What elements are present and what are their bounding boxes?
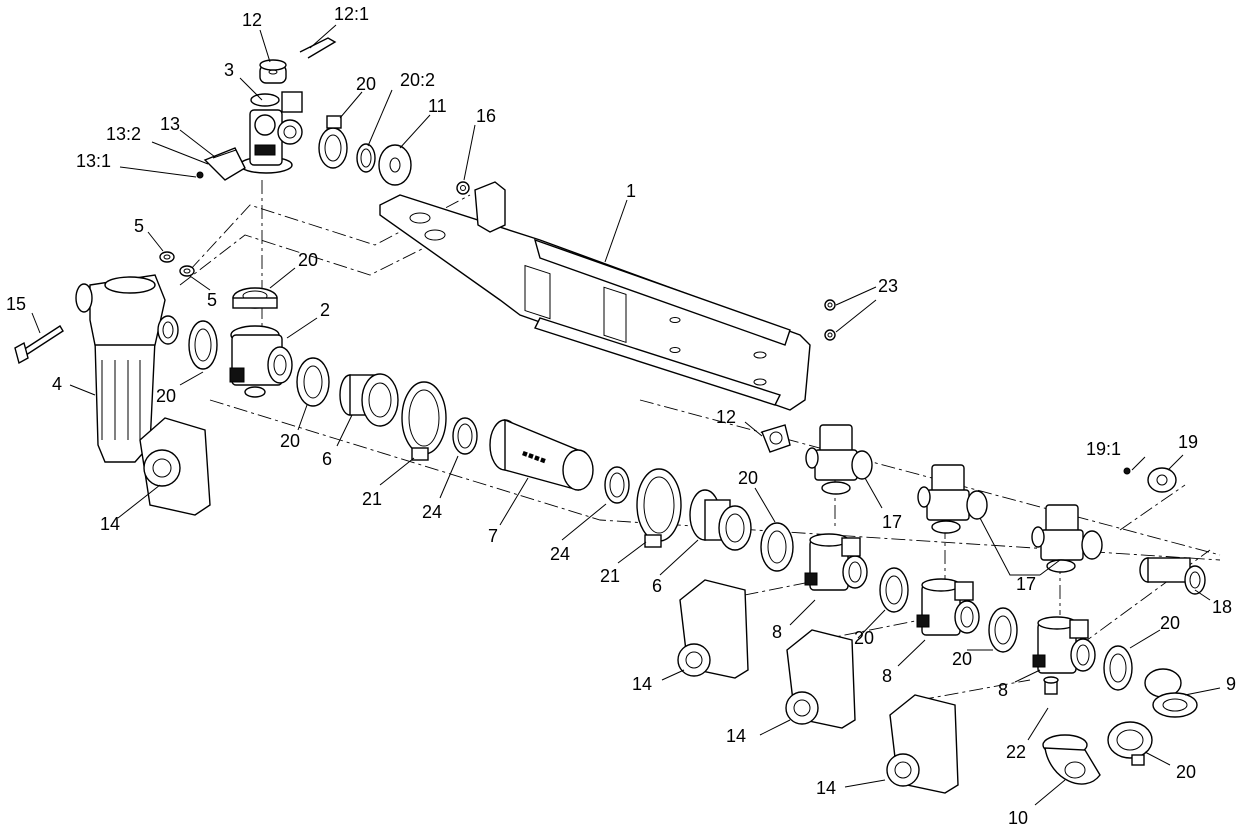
callout-20-c: 20	[156, 386, 176, 406]
valve-part-17-a	[805, 424, 873, 495]
callout-22: 22	[1006, 742, 1026, 762]
callout-13-1: 13:1	[76, 151, 111, 171]
fitting-part-22	[1043, 676, 1059, 695]
callout-20-d: 20	[280, 431, 300, 451]
clamp-part-21-left	[401, 381, 447, 461]
callout-12: 12	[242, 10, 262, 30]
callout-12-b: 12	[716, 407, 736, 427]
callout-10: 10	[1008, 808, 1028, 828]
gasket-part-24-left	[452, 417, 478, 455]
elbow-part-9	[1144, 668, 1198, 718]
gasket-part-24-right	[604, 466, 630, 504]
callout-16: 16	[476, 106, 496, 126]
callout-2: 2	[320, 300, 330, 320]
callout-7: 7	[488, 526, 498, 546]
valve-part-17-c	[1031, 504, 1103, 573]
valve-part-8-c	[1032, 616, 1096, 674]
tube-part-7: ▪▪▪▪	[489, 418, 594, 491]
callout-20-h: 20	[1160, 613, 1180, 633]
callout-15: 15	[6, 294, 26, 314]
callout-21-b: 21	[600, 566, 620, 586]
callout-20-f: 20	[854, 628, 874, 648]
connector-part-18	[1139, 557, 1206, 595]
valve-part-8-a	[804, 533, 868, 591]
callout-14-a: 14	[100, 514, 120, 534]
callout-19: 19	[1178, 432, 1198, 452]
leader-lines	[31, 24, 1221, 806]
cover-part-14-left	[139, 417, 211, 516]
lever-part-13	[196, 147, 246, 181]
valve-part-3	[239, 91, 303, 174]
seal-part-20-top-2	[232, 287, 278, 309]
callout-4: 4	[52, 374, 62, 394]
valve-part-8-b	[916, 578, 980, 636]
callout-1: 1	[626, 181, 636, 201]
callout-20-g: 20	[952, 649, 972, 669]
callout-24-a: 24	[422, 502, 442, 522]
seal-part-20-b	[879, 567, 909, 613]
coupling-part-6-right	[689, 489, 752, 551]
callout-6-b: 6	[652, 576, 662, 596]
callout-20-2: 20:2	[400, 70, 435, 90]
cover-part-14-c	[886, 694, 959, 794]
callout-20-e: 20	[738, 468, 758, 488]
seal-part-20-d	[1103, 645, 1133, 691]
nuts-part-23	[824, 299, 836, 341]
callout-20: 20	[356, 74, 376, 94]
callout-8-c: 8	[998, 680, 1008, 700]
callout-21-a: 21	[362, 489, 382, 509]
callout-8-b: 8	[882, 666, 892, 686]
cover-part-14-b	[785, 629, 856, 729]
callout-23: 23	[878, 276, 898, 296]
callout-24-b: 24	[550, 544, 570, 564]
washers-part-5	[159, 251, 195, 277]
valve-part-2	[229, 325, 293, 398]
cap-part-12-top	[259, 59, 287, 84]
seal-part-20-filter	[188, 320, 218, 370]
callout-3: 3	[224, 60, 234, 80]
callout-14-b: 14	[632, 674, 652, 694]
valve-part-17-b	[917, 464, 988, 534]
filter-part-4	[75, 274, 179, 463]
plug-part-19	[1123, 467, 1177, 493]
callout-6-a: 6	[322, 449, 332, 469]
callout-12-1: 12:1	[334, 4, 369, 24]
coupling-part-6-left	[339, 373, 399, 427]
clamp-part-21-right	[636, 468, 682, 548]
callout-18: 18	[1212, 597, 1232, 617]
callout-labels: 12 12:1 3 20 20:2 11 16 1 13 13:2 13:1 5…	[6, 4, 1236, 828]
callout-14-c: 14	[726, 726, 746, 746]
callout-13-2: 13:2	[106, 124, 141, 144]
callout-14-d: 14	[816, 778, 836, 798]
callout-17-b: 17	[1016, 574, 1036, 594]
cover-part-14-a	[677, 579, 749, 679]
callout-9: 9	[1226, 674, 1236, 694]
seal-stack-top	[318, 115, 412, 186]
callout-5-b: 5	[207, 290, 217, 310]
bolt-part-15	[14, 325, 64, 365]
seal-part-20-e	[1107, 721, 1153, 766]
callout-11: 11	[428, 96, 447, 116]
callout-13: 13	[160, 114, 180, 134]
callout-17-a: 17	[882, 512, 902, 532]
seal-part-20-row	[296, 357, 330, 407]
callout-20-i: 20	[1176, 762, 1196, 782]
seal-part-20-c	[988, 607, 1018, 653]
seal-part-20-mid	[760, 522, 794, 572]
elbow-part-10	[1042, 734, 1101, 785]
callout-8-a: 8	[772, 622, 782, 642]
bracket-part-1	[379, 181, 811, 411]
callout-20-b: 20	[298, 250, 318, 270]
callout-5-a: 5	[134, 216, 144, 236]
cap-part-12-right	[761, 424, 791, 453]
callout-19-1: 19:1	[1086, 439, 1121, 459]
nut-part-16	[456, 181, 470, 195]
